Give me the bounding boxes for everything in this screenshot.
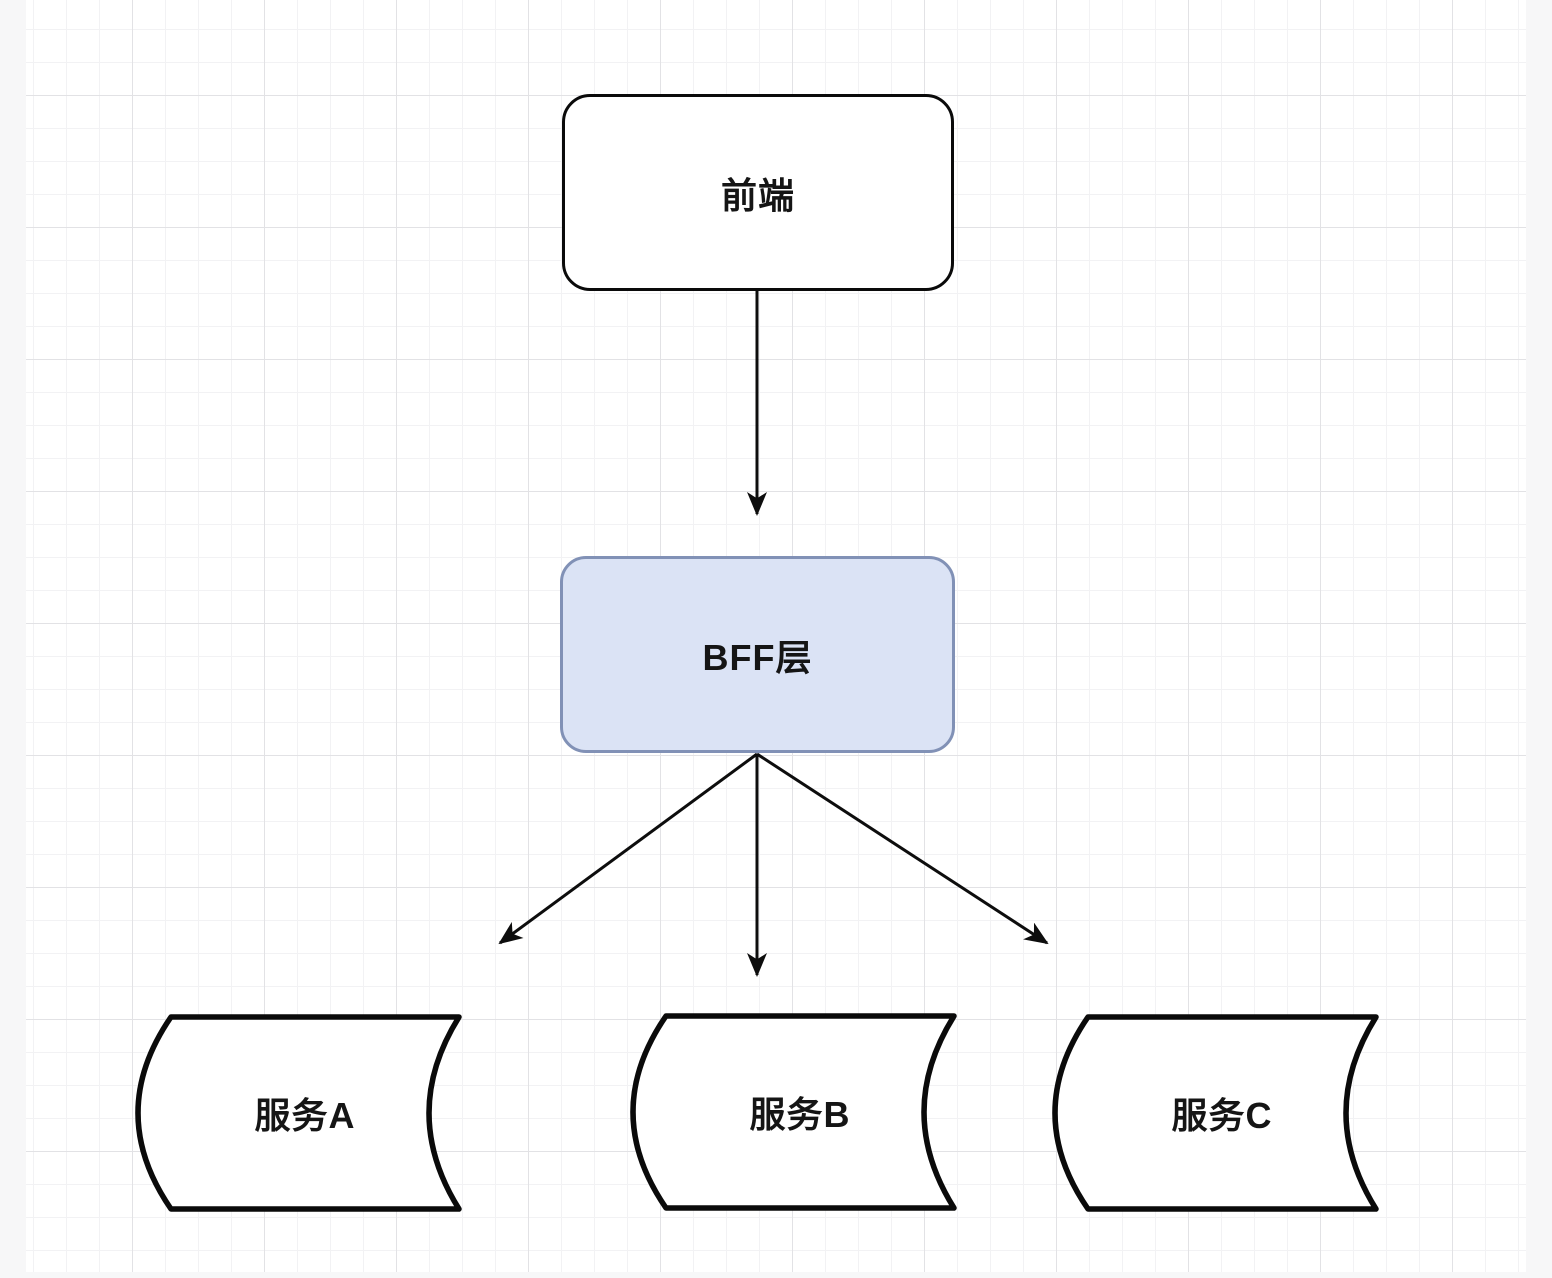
node-service-b[interactable]: 服务B: [628, 1012, 958, 1212]
diagram-canvas: 前端 BFF层 服务A 服务B 服务C: [26, 0, 1526, 1272]
node-bff[interactable]: BFF层: [560, 556, 955, 753]
node-bff-label: BFF层: [702, 636, 813, 678]
stored-data-shape: [1052, 1014, 1379, 1212]
node-service-a-label: 服务A: [254, 1095, 356, 1136]
node-frontend[interactable]: 前端: [562, 94, 954, 291]
stored-data-shape: [630, 1013, 957, 1211]
edge-bff-to-service-a[interactable]: [498, 752, 758, 945]
node-frontend-label: 前端: [720, 174, 795, 216]
node-service-a[interactable]: 服务A: [133, 1013, 463, 1213]
node-service-b-label: 服务B: [749, 1094, 851, 1135]
stored-data-shape: [135, 1014, 462, 1212]
edges-layer: [498, 291, 1049, 977]
node-service-c-label: 服务C: [1171, 1095, 1273, 1136]
node-service-c[interactable]: 服务C: [1050, 1013, 1380, 1213]
edge-bff-to-service-c[interactable]: [756, 752, 1049, 945]
